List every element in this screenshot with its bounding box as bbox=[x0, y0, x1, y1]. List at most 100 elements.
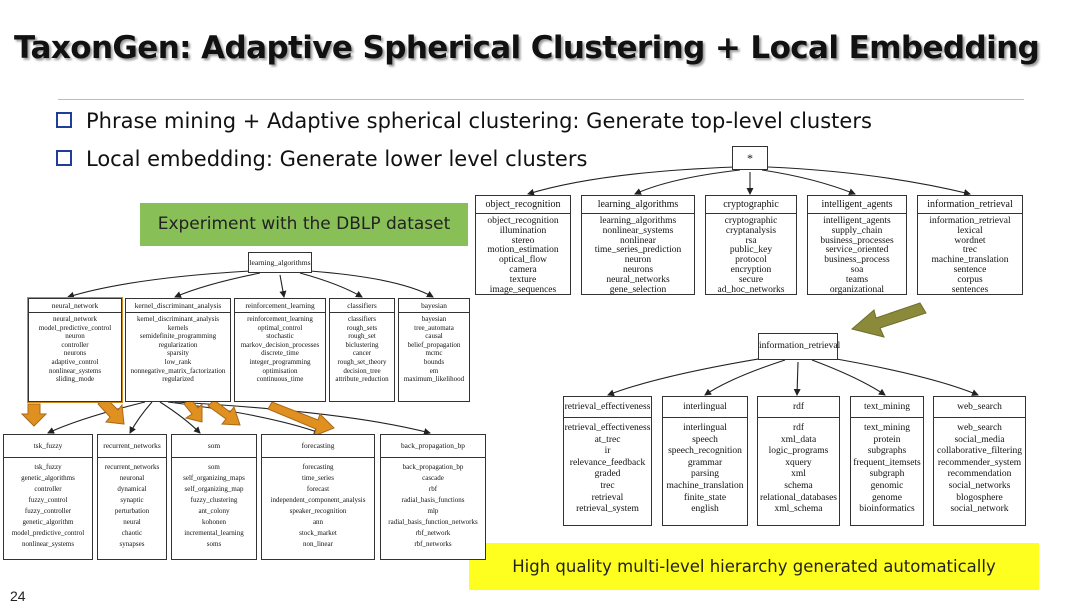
cluster-term: finite_state bbox=[683, 492, 727, 503]
cluster-term: social_networks bbox=[948, 480, 1011, 491]
nn-cluster-back-propagation: back_propagation_bp back_propagation_bp … bbox=[380, 434, 486, 560]
cluster-term: fuzzy_controller bbox=[24, 507, 72, 515]
cluster-term: regularization bbox=[158, 340, 198, 349]
edge-root-intelligent-agents bbox=[761, 169, 856, 196]
cluster-term: xml bbox=[791, 469, 806, 480]
top-cluster-learning-algorithms: learning_algorithms learning_algorithms … bbox=[581, 195, 695, 295]
cluster-term: service_oriented bbox=[825, 245, 889, 256]
edge-la-classifiers bbox=[299, 272, 363, 298]
cluster-term: forecast bbox=[306, 485, 330, 493]
cluster-term: nonlinear_systems bbox=[21, 540, 75, 548]
cluster-term: neurons bbox=[63, 349, 87, 358]
cluster-term: controller bbox=[34, 485, 62, 493]
cluster-term: self_organizing_map bbox=[184, 485, 244, 493]
cluster-term: nonlinear_systems bbox=[602, 225, 674, 236]
cluster-term: mlp bbox=[427, 507, 439, 515]
edge-la-neural-network bbox=[67, 270, 251, 299]
cluster-term: bioinformatics bbox=[859, 504, 915, 515]
cluster-term: maximum_likelihood bbox=[403, 375, 465, 384]
cluster-term: frequent_itemsets bbox=[853, 457, 921, 468]
olive-arrow bbox=[850, 302, 927, 338]
cluster-header: object_recognition bbox=[476, 196, 570, 214]
edge-root-information-retrieval bbox=[767, 166, 971, 196]
cluster-term: genome bbox=[871, 492, 903, 503]
cluster-term: trec bbox=[600, 480, 615, 491]
cluster-term: collaborative_filtering bbox=[937, 446, 1022, 457]
cluster-header: learning_algorithms bbox=[582, 196, 694, 214]
cluster-term: rdf bbox=[792, 423, 805, 433]
cluster-term: ir bbox=[604, 446, 611, 457]
cluster-term: xquery bbox=[785, 457, 812, 468]
cluster-header: recurrent_networks bbox=[98, 435, 166, 458]
edge-root-learning-algorithms bbox=[634, 169, 741, 195]
cluster-term: genetic_algorithm bbox=[22, 518, 74, 526]
cluster-header: kernel_discriminant_analysis bbox=[126, 299, 230, 313]
bullet-1-text: Phrase mining + Adaptive spherical clust… bbox=[86, 109, 872, 133]
cluster-term: object_recognition bbox=[487, 216, 559, 226]
cluster-term: em bbox=[429, 366, 439, 375]
cluster-term: rsa bbox=[745, 235, 757, 246]
cluster-term: protein bbox=[873, 434, 901, 445]
cluster-term: subgraph bbox=[869, 469, 905, 480]
cluster-term: neuron bbox=[65, 332, 85, 341]
cluster-term: stereo bbox=[511, 235, 535, 246]
nn-cluster-tsk-fuzzy: tsk_fuzzy tsk_fuzzy genetic_algorithms c… bbox=[3, 434, 93, 560]
cluster-term: ant_colony bbox=[198, 507, 230, 515]
edge-la-bayesian bbox=[309, 270, 434, 298]
la-root-node: learning_algorithms bbox=[248, 252, 312, 273]
cluster-term: neural_networks bbox=[606, 274, 670, 285]
nn-cluster-recurrent-networks: recurrent_networks recurrent_networks ne… bbox=[97, 434, 167, 560]
cluster-header: text_mining bbox=[851, 397, 923, 418]
cluster-term: cascade bbox=[422, 474, 444, 482]
cluster-term: schema bbox=[784, 480, 813, 491]
cluster-term: low_rank bbox=[164, 357, 192, 366]
cluster-term: controller bbox=[61, 340, 89, 349]
cluster-term: synapses bbox=[119, 540, 145, 548]
la-cluster-classifiers: classifiers classifiers rough_sets rough… bbox=[329, 298, 395, 402]
cluster-term: english bbox=[691, 504, 719, 515]
cluster-term: dynamical bbox=[117, 485, 147, 493]
la-cluster-neural-network: neural_network neural_network model_pred… bbox=[27, 297, 123, 403]
cluster-term: cancer bbox=[352, 349, 372, 358]
cluster-term: stochastic bbox=[266, 332, 294, 341]
cluster-header: back_propagation_bp bbox=[381, 435, 485, 458]
cluster-term: rbf_network bbox=[415, 529, 451, 537]
cluster-header: classifiers bbox=[330, 299, 394, 313]
edge-nn-recurrent bbox=[129, 401, 153, 434]
cluster-term: forecasting bbox=[302, 463, 334, 471]
cluster-term: logic_programs bbox=[768, 446, 829, 457]
top-cluster-cryptographic: cryptographic cryptographic cryptanalysi… bbox=[705, 195, 797, 295]
ir-cluster-rdf: rdf rdf xml_data logic_programs xquery x… bbox=[757, 396, 840, 526]
cluster-term: corpus bbox=[957, 274, 983, 285]
cluster-term: decision_tree bbox=[343, 366, 381, 375]
page-number: 24 bbox=[10, 588, 26, 604]
cluster-term: xml_data bbox=[780, 434, 817, 445]
edge-la-reinforcement bbox=[279, 274, 287, 298]
cluster-term: secure bbox=[738, 274, 764, 285]
cluster-term: fuzzy_clustering bbox=[190, 496, 238, 504]
checkbox-bullet-icon bbox=[56, 150, 72, 166]
cluster-term: retrieval_effectiveness bbox=[564, 423, 651, 433]
cluster-term: machine_translation bbox=[931, 255, 1009, 266]
cluster-term: tsk_fuzzy bbox=[34, 463, 62, 471]
edge-root-object-recognition bbox=[527, 166, 736, 196]
cluster-term: regularized bbox=[162, 375, 194, 384]
cluster-term: speaker_recognition bbox=[289, 507, 347, 515]
cluster-term: self_organizing_maps bbox=[183, 474, 245, 482]
edge-nn-som bbox=[159, 401, 201, 434]
nn-cluster-som: som som self_organizing_maps self_organi… bbox=[171, 434, 257, 560]
bullet-2-text: Local embedding: Generate lower level cl… bbox=[86, 147, 588, 171]
cluster-term: cryptographic bbox=[724, 216, 778, 226]
cluster-term: recommender_system bbox=[937, 457, 1022, 468]
cluster-term: xml_schema bbox=[774, 504, 823, 515]
la-cluster-bayesian: bayesian bayesian tree_automata causal b… bbox=[398, 298, 470, 402]
cluster-term: back_propagation_bp bbox=[402, 463, 464, 471]
ir-cluster-retrieval-effectiveness: retrieval_effectiveness retrieval_effect… bbox=[563, 396, 652, 526]
cluster-term: neuron bbox=[624, 255, 652, 266]
cluster-term: speech_recognition bbox=[668, 446, 742, 457]
la-cluster-reinforcement-learning: reinforcement_learning reinforcement_lea… bbox=[234, 298, 326, 402]
cluster-term: trec bbox=[962, 245, 978, 256]
cluster-term: attribute_reduction bbox=[335, 375, 389, 384]
slide-title: TaxonGen: Adaptive Spherical Clustering … bbox=[14, 30, 1040, 66]
cluster-term: optimal_control bbox=[257, 323, 303, 332]
